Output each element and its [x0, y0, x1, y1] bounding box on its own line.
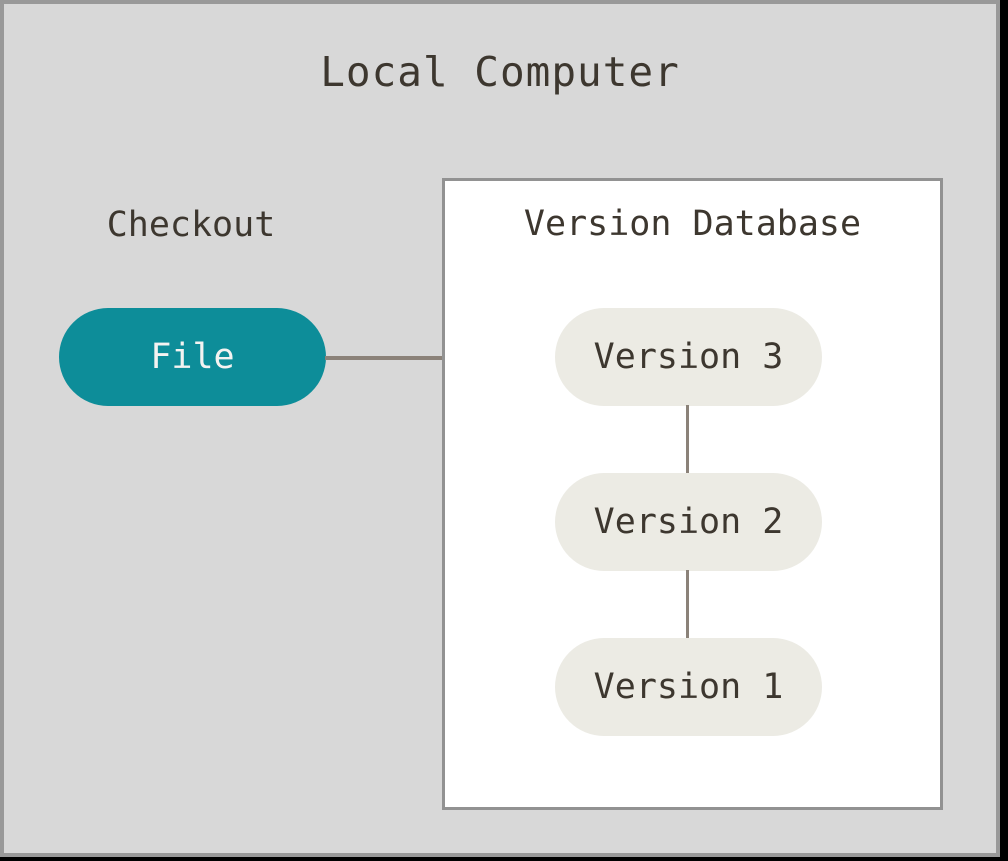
node-version-3: Version 3: [555, 308, 822, 406]
connector-version2-to-version1: [686, 570, 689, 639]
node-version-2-label: Version 2: [593, 502, 784, 542]
node-file-label: File: [150, 337, 235, 377]
checkout-label: Checkout: [106, 205, 276, 245]
node-version-1-label: Version 1: [593, 667, 784, 707]
node-version-2: Version 2: [555, 473, 822, 571]
node-version-3-label: Version 3: [593, 337, 784, 377]
version-database-title: Version Database: [523, 204, 862, 244]
node-file: File: [59, 308, 326, 406]
connector-version3-to-version2: [686, 405, 689, 474]
version-database-box: Version Database Version 3 Version 2 Ver…: [442, 178, 943, 810]
diagram-title: Local Computer: [320, 48, 680, 96]
node-version-1: Version 1: [555, 638, 822, 736]
